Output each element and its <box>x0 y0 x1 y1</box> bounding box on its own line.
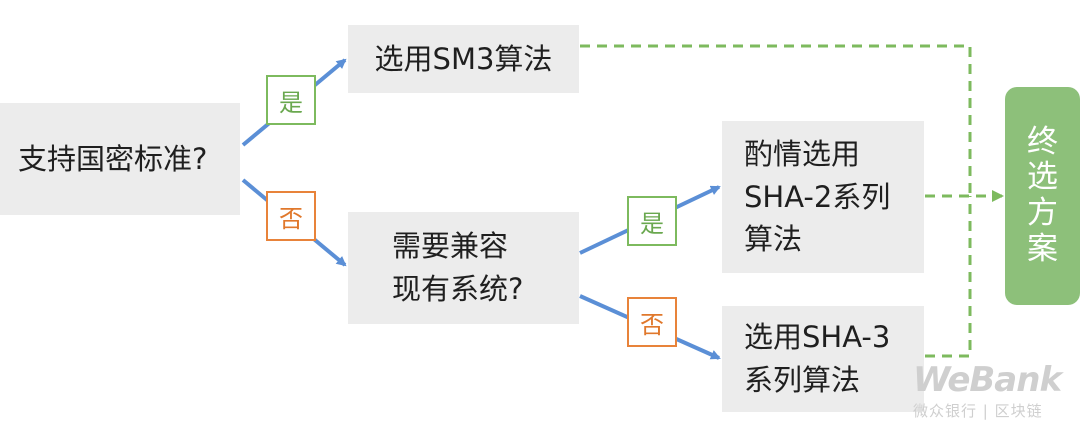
result-node-sha2: 酌情选用 SHA-2系列 算法 <box>722 121 924 273</box>
final-char: 案 <box>1027 230 1058 267</box>
final-char: 终 <box>1027 123 1058 160</box>
yes-badge-guomi-label: 是 <box>279 88 303 117</box>
final-char: 选 <box>1027 159 1058 196</box>
decision-node-guomi: 支持国密标准? <box>0 103 240 215</box>
result-sm3-text: 选用SM3算法 <box>374 41 553 76</box>
yes-badge-compat-label: 是 <box>640 209 664 238</box>
no-badge-guomi: 否 <box>266 191 316 241</box>
no-badge-compat-label: 否 <box>640 310 664 339</box>
result-sha2-text: 酌情选用 SHA-2系列 算法 <box>744 136 891 257</box>
decision-compat-text: 需要兼容 现有系统? <box>392 229 524 306</box>
dashed-path-sha3-to-final <box>925 196 972 358</box>
final-scheme-box: 终 选 方 案 <box>1005 87 1080 305</box>
no-badge-compat: 否 <box>627 297 677 347</box>
result-node-sm3: 选用SM3算法 <box>348 25 579 93</box>
decision-node-compat: 需要兼容 现有系统? <box>348 212 579 324</box>
decision-guomi-text: 支持国密标准? <box>18 141 208 176</box>
final-char: 方 <box>1027 195 1058 231</box>
result-sha3-text: 选用SHA-3 系列算法 <box>744 320 891 397</box>
webank-watermark: WeBank 微众银行 | 区块链 <box>913 360 1073 422</box>
yes-badge-guomi: 是 <box>266 75 316 125</box>
result-node-sha3: 选用SHA-3 系列算法 <box>722 306 924 412</box>
no-badge-guomi-label: 否 <box>279 204 303 233</box>
yes-badge-compat: 是 <box>627 196 677 246</box>
watermark-brand: WeBank <box>913 360 1062 400</box>
watermark-subtitle: 微众银行 | 区块链 <box>913 402 1043 420</box>
